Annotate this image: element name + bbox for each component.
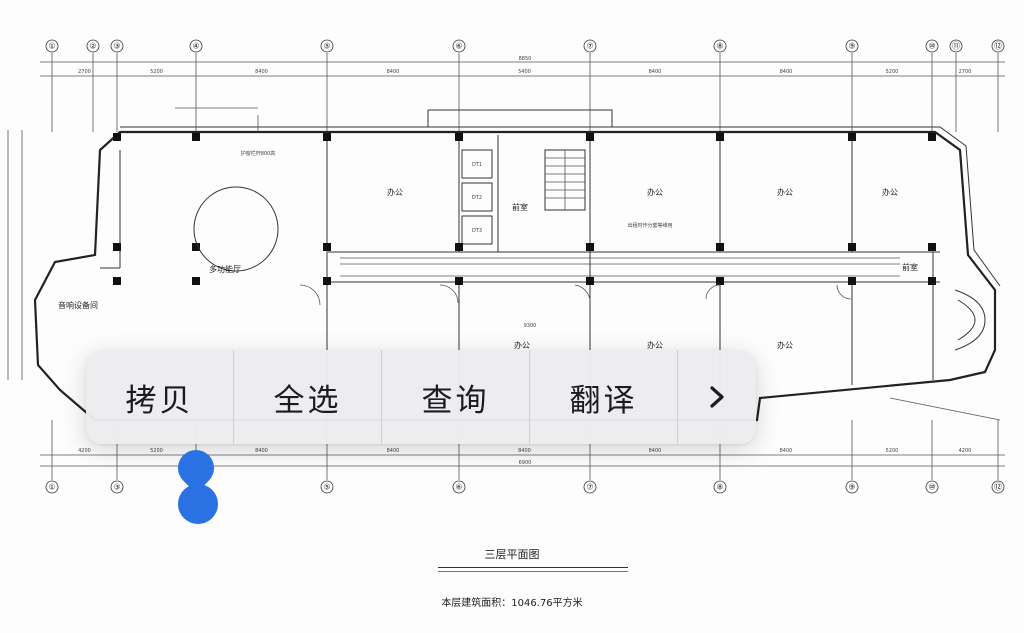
axis-label-top: ③ (113, 42, 120, 51)
copy-button[interactable]: 拷贝 (86, 350, 234, 444)
text-selection-context-menu: 拷贝 全选 查询 翻译 (86, 350, 756, 444)
dimension-bottom: 8400 (255, 448, 268, 454)
translate-button[interactable]: 翻译 (530, 350, 678, 444)
axis-label-bottom: ① (48, 483, 55, 492)
dimension-bottom: 8400 (649, 448, 662, 454)
dimension-top: 5200 (886, 69, 899, 75)
dimension-bottom: 5200 (150, 448, 163, 454)
room-label-office-4: 办公 (882, 187, 898, 197)
svg-text:DT1: DT1 (472, 162, 482, 168)
room-label-equipment: 音响设备间 (58, 300, 98, 310)
more-options-button[interactable] (678, 350, 756, 444)
annotation-railing: 护窗栏杆800高 (241, 150, 276, 157)
axis-label-bottom: ⑤ (323, 483, 330, 492)
svg-text:DT3: DT3 (472, 228, 482, 234)
dimension-top: 5200 (150, 69, 163, 75)
dimension-bottom: 8400 (518, 448, 531, 454)
axis-label-top: ⑨ (848, 42, 855, 51)
axis-label-top: ⑧ (716, 42, 723, 51)
axis-label-top: ⑪ (952, 42, 960, 51)
room-label-office-2: 办公 (647, 187, 663, 197)
title-underline (438, 567, 628, 568)
axis-label-bottom: ⑧ (716, 483, 723, 492)
dimension-top: 8400 (780, 69, 793, 75)
floor-area-text: 本层建筑面积：1046.76平方米 (441, 598, 583, 609)
dimension-top: 2700 (959, 69, 972, 75)
room-label-front: 前室 (512, 202, 528, 212)
dimension-top: 2700 (78, 69, 91, 75)
axis-label-bottom: ⑩ (928, 483, 935, 492)
room-label-office-5: 办公 (514, 340, 530, 350)
room-label-office-6: 办公 (647, 340, 663, 350)
dimension-bottom: 4200 (78, 448, 91, 454)
axis-label-bottom: ⑥ (455, 483, 462, 492)
dimension-bottom: 4200 (959, 448, 972, 454)
room-label-hall: 多功能厅 (209, 264, 241, 274)
axis-label-top: ⑤ (323, 42, 330, 51)
svg-text:DT2: DT2 (472, 195, 482, 201)
axis-label-top: ⑩ (928, 42, 935, 51)
dimension-top: 8400 (387, 69, 400, 75)
total-dimension-bottom: 6900 (519, 460, 532, 466)
axis-label-top: ⑥ (455, 42, 462, 51)
dimension-top: 8400 (649, 69, 662, 75)
room-label-front-2: 前室 (902, 262, 918, 272)
axis-label-bottom: ⑦ (586, 483, 593, 492)
axis-label-top: ② (89, 42, 96, 51)
dimension-top: 8400 (255, 69, 268, 75)
axis-label-top: ④ (192, 42, 199, 51)
room-label-office-3: 办公 (777, 187, 793, 197)
select-all-button[interactable]: 全选 (234, 350, 382, 444)
annotation-9300: 9300 (524, 323, 537, 329)
axis-label-top: ⑦ (586, 42, 593, 51)
axis-label-bottom: ③ (113, 483, 120, 492)
drawing-title: 三层平面图 (484, 548, 540, 561)
dimension-bottom: 8400 (780, 448, 793, 454)
room-label-office-1: 办公 (387, 187, 403, 197)
chevron-right-icon (710, 386, 724, 408)
selection-handle-knob[interactable] (178, 484, 218, 524)
dimension-bottom: 5200 (886, 448, 899, 454)
title-underline-thin (438, 571, 628, 572)
room-label-office-7: 办公 (777, 340, 793, 350)
dimension-bottom: 8400 (387, 448, 400, 454)
axis-label-bottom: ⑨ (848, 483, 855, 492)
dimension-top: 5400 (518, 69, 531, 75)
annotation-rental: 出租时作分套等维用 (627, 222, 672, 229)
axis-label-bottom: ⑫ (994, 483, 1002, 492)
total-dimension-top: 8850 (519, 56, 532, 62)
axis-label-top: ⑫ (994, 42, 1002, 51)
axis-label-top: ① (48, 42, 55, 51)
lookup-button[interactable]: 查询 (382, 350, 530, 444)
